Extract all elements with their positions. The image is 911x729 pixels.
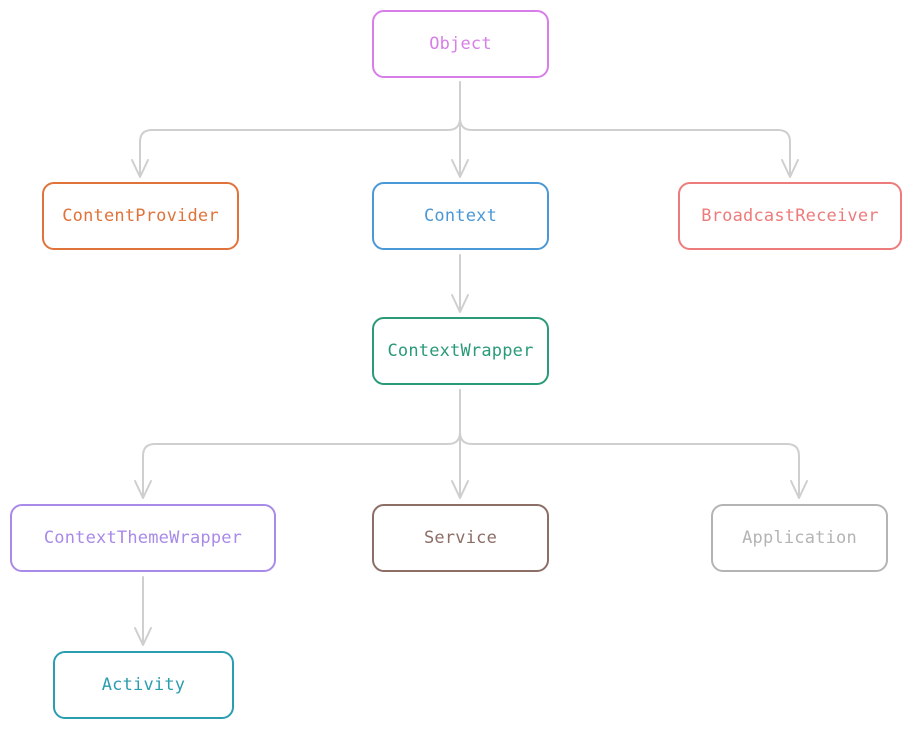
edge-contextwrapper-application (459, 431, 800, 498)
node-context: Context (372, 182, 549, 250)
node-content-provider: ContentProvider (42, 182, 239, 250)
node-context-wrapper: ContextWrapper (372, 317, 549, 385)
node-object: Object (372, 10, 549, 78)
arrowhead-contextthemewrapper (134, 480, 152, 499)
arrowhead-activity (134, 627, 152, 646)
arrowhead-broadcastreceiver (781, 159, 799, 178)
edge-contextwrapper-contextthemewrapper (142, 389, 461, 498)
arrowhead-contextwrapper (451, 294, 469, 313)
edge-object-contentprovider (139, 81, 461, 177)
edge-object-broadcastreceiver (459, 117, 791, 177)
node-context-theme-wrapper: ContextThemeWrapper (10, 504, 276, 572)
node-service: Service (372, 504, 549, 572)
arrowhead-context (451, 159, 469, 178)
node-activity: Activity (53, 651, 234, 719)
arrowhead-application (790, 480, 808, 499)
arrowhead-contentprovider (131, 159, 149, 178)
node-broadcast-receiver: BroadcastReceiver (678, 182, 902, 250)
node-application: Application (711, 504, 888, 572)
arrowhead-service (451, 480, 469, 499)
